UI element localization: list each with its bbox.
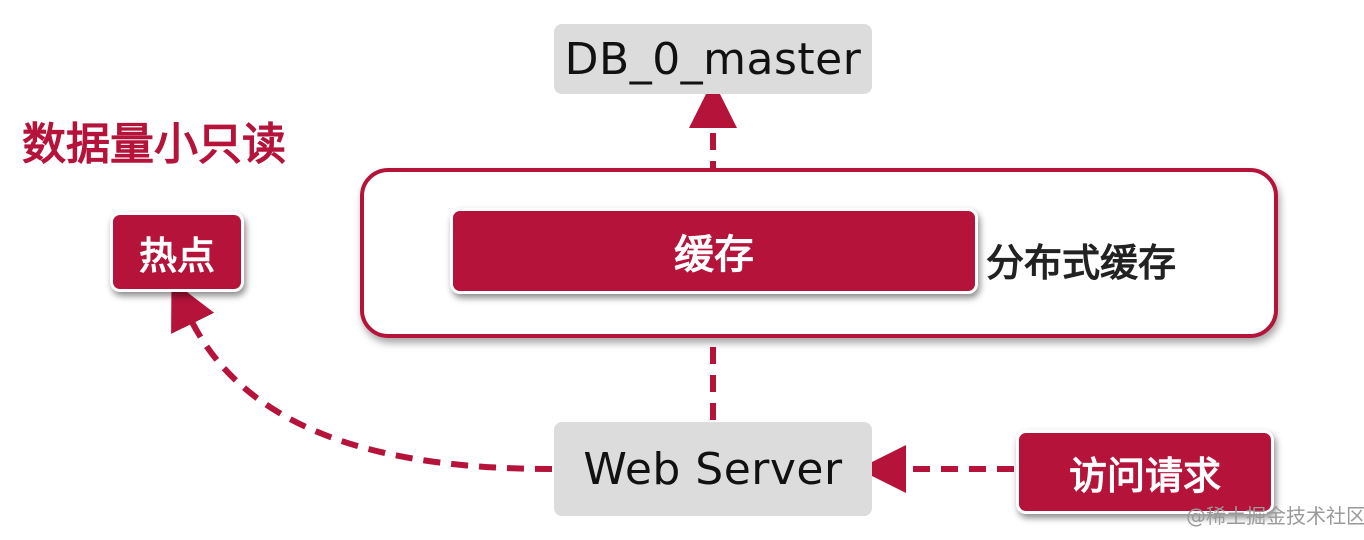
cache-label: 缓存 [674, 232, 754, 278]
db-master-node: DB_0_master [554, 24, 872, 94]
web-server-label: Web Server [583, 443, 843, 495]
web-server-node: Web Server [554, 422, 872, 516]
db-master-label: DB_0_master [564, 33, 862, 85]
watermark: @稀土掘金技术社区 [1186, 504, 1364, 528]
arrow-webserver-to-hotspot [171, 280, 553, 472]
hotspot-label: 热点 [138, 233, 215, 278]
cache-node: 缓存 [450, 208, 978, 294]
diagram-title: 数据量小只读 [22, 119, 286, 170]
cluster-label: 分布式缓存 [986, 241, 1177, 285]
access-request-label: 访问请求 [1068, 453, 1221, 498]
access-request-node: 访问请求 [1016, 430, 1274, 514]
hotspot-node: 热点 [110, 212, 244, 292]
